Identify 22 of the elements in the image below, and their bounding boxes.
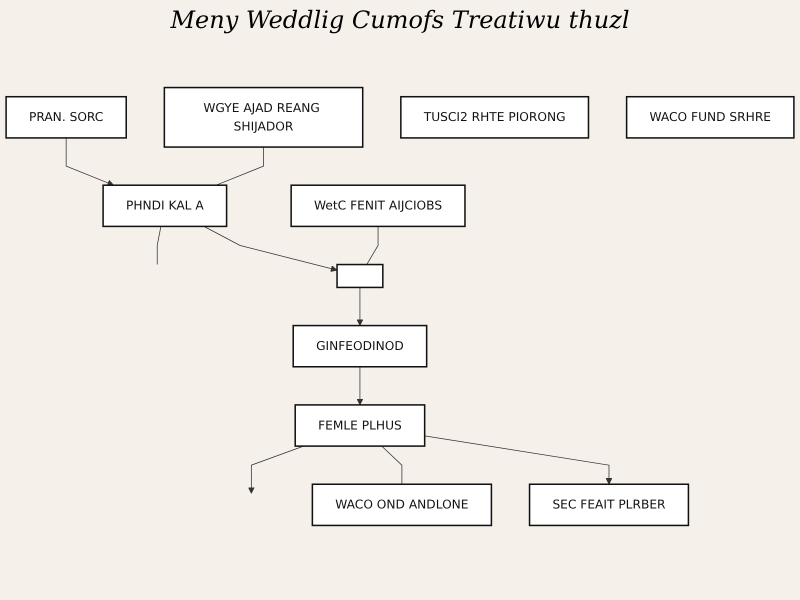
arrow bbox=[356, 366, 364, 406]
node-box: FEMLE PLHUS bbox=[294, 404, 426, 447]
node-box: PHNDI KAL A bbox=[102, 184, 228, 228]
arrow bbox=[204, 226, 338, 272]
arrow bbox=[424, 435, 612, 485]
connector bbox=[216, 146, 264, 186]
arrow bbox=[66, 138, 114, 186]
arrow bbox=[356, 287, 364, 326]
node-box bbox=[336, 264, 384, 288]
node-box: WGYE AJAD REANG SHIJADOR bbox=[164, 86, 364, 148]
arrow bbox=[248, 446, 304, 494]
node-box: PRAN. SORC bbox=[5, 96, 127, 139]
connector bbox=[156, 226, 162, 265]
title: Meny Weddlig Cumofs Treatiwu thuzl bbox=[169, 6, 631, 34]
connector bbox=[381, 446, 402, 485]
node-box: TUSCI2 RHTE PIORONG bbox=[400, 96, 590, 139]
node-box: SEC FEAIT PLRBER bbox=[528, 483, 690, 526]
node-box: WetC FENIT AIJCIOBS bbox=[290, 184, 466, 228]
node-box: WACO OND ANDLONE bbox=[312, 483, 492, 526]
node-box: GINFEODINOD bbox=[292, 324, 428, 368]
connector bbox=[366, 226, 378, 265]
node-box: WACO FUND SRHRE bbox=[626, 96, 795, 139]
